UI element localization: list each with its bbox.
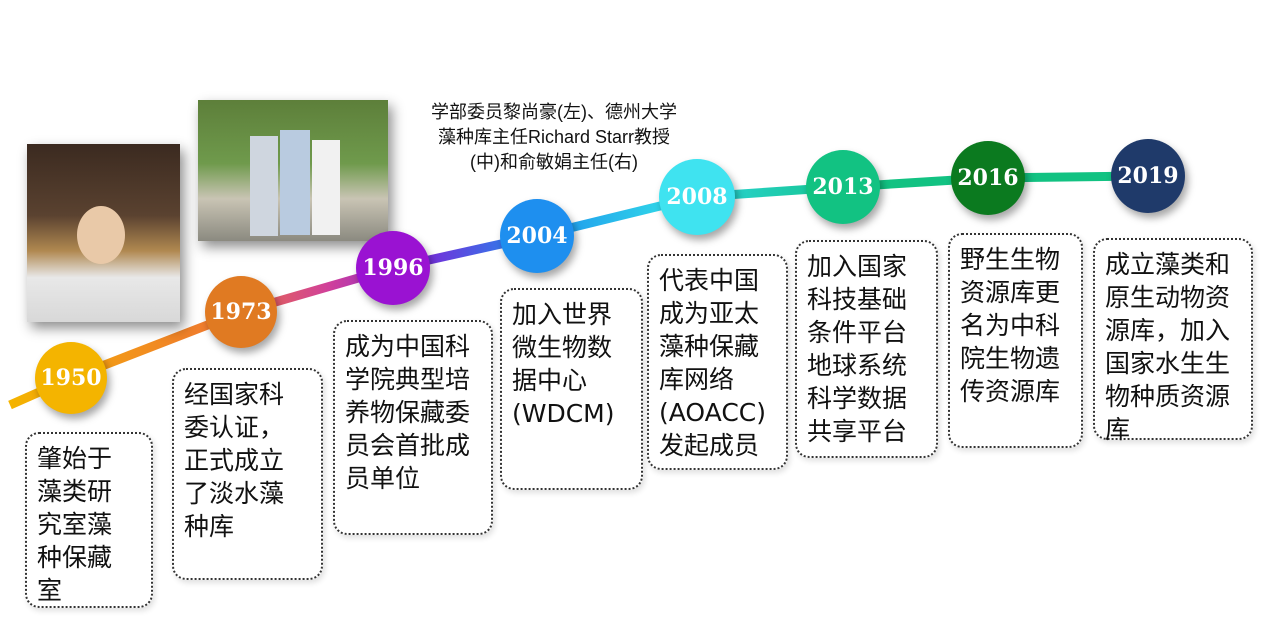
milestone-text-line: 条件平台 xyxy=(807,318,908,347)
milestone-text-line: 成为中国科 xyxy=(345,332,471,361)
milestone-box-2019: 成立藻类和原生动物资源库，加入国家水生生物种质资源库 xyxy=(1093,238,1253,444)
milestone-box-1950: 肇始于藻类研究室藻种保藏室 xyxy=(25,432,153,608)
milestone-text-line: 员会首批成 xyxy=(345,431,471,460)
milestone-text-line: 资源库更 xyxy=(960,278,1061,307)
milestone-text-line: 据中心 xyxy=(512,366,588,395)
year-node-1973: 1973 xyxy=(205,276,277,348)
year-label: 2019 xyxy=(1117,163,1179,189)
milestone-text-line: (WDCM) xyxy=(512,399,615,428)
year-label: 2008 xyxy=(666,184,728,210)
milestone-text-line: 了淡水藻 xyxy=(184,479,285,508)
milestone-text-line: 科技基础 xyxy=(807,285,908,314)
milestone-text-line: 委认证， xyxy=(184,413,285,442)
milestone-box-2016: 野生生物资源库更名为中科院生物遗传资源库 xyxy=(948,233,1083,448)
milestone-box-1973: 经国家科委认证， 正式成立了淡水藻种库 xyxy=(172,368,323,580)
milestone-text-line: 国家水生生 xyxy=(1105,349,1231,378)
year-node-2013: 2013 xyxy=(806,150,880,224)
milestone-text-line: 传资源库 xyxy=(960,377,1061,406)
caption-line: 学部委员黎尚豪(左)、德州大学 xyxy=(431,102,677,122)
milestone-text-line: 原生动物资 xyxy=(1105,283,1231,312)
year-node-2019: 2019 xyxy=(1111,139,1185,213)
photo-portrait xyxy=(27,144,180,322)
photo-group xyxy=(198,100,388,241)
caption-line: 藻种库主任Richard Starr教授 xyxy=(437,127,671,147)
milestone-text-line: 院生物遗 xyxy=(960,344,1061,373)
year-label: 1973 xyxy=(210,299,272,325)
milestone-text-line: 名为中科 xyxy=(960,311,1061,340)
milestone-text-line: 科学数据 xyxy=(807,384,908,413)
year-node-2008: 2008 xyxy=(659,159,735,235)
milestone-text-line: 经国家科 xyxy=(184,380,285,409)
photo-caption: 学部委员黎尚豪(左)、德州大学 藻种库主任Richard Starr教授 (中)… xyxy=(404,100,704,175)
milestone-text-line: 究室藻 xyxy=(37,510,113,539)
milestone-text-line: 学院典型培 xyxy=(345,365,471,394)
milestone-text-line: 藻种保藏 xyxy=(659,332,760,361)
milestone-text-line: 物种质资源 xyxy=(1105,382,1231,411)
milestone-text-line: 加入世界 xyxy=(512,300,613,329)
year-node-1996: 1996 xyxy=(356,231,430,305)
milestone-text-line: 养物保藏委 xyxy=(345,398,471,427)
milestone-text-line: 微生物数 xyxy=(512,333,613,362)
milestone-text-line: 加入国家 xyxy=(807,252,908,281)
milestone-text-line: 库网络 xyxy=(659,365,735,394)
milestone-text-line: 种库 xyxy=(184,512,235,541)
milestone-text-line: 室 xyxy=(37,576,63,605)
milestone-text-line: 种保藏 xyxy=(37,543,113,572)
year-label: 1996 xyxy=(362,255,424,281)
year-label: 2016 xyxy=(957,165,1019,191)
milestone-text-line: 正式成立 xyxy=(184,446,285,475)
caption-line: (中)和俞敏娟主任(右) xyxy=(470,152,638,172)
milestone-text-line: (AOACC) xyxy=(659,398,766,427)
year-node-2016: 2016 xyxy=(951,141,1025,215)
milestone-text-line: 代表中国 xyxy=(659,266,760,295)
milestone-text-line: 发起成员 xyxy=(659,431,760,460)
milestone-text-line: 地球系统 xyxy=(807,351,908,380)
milestone-box-2008: 代表中国成为亚太藻种保藏库网络 (AOACC) 发起成员 xyxy=(647,254,788,470)
milestone-text-line: 藻类研 xyxy=(37,477,113,506)
year-node-1950: 1950 xyxy=(35,342,107,414)
milestone-text-line: 成为亚太 xyxy=(659,299,760,328)
milestone-box-2013: 加入国家科技基础条件平台地球系统科学数据共享平台 xyxy=(795,240,938,458)
year-label: 2013 xyxy=(812,174,874,200)
milestone-text-line: 库 xyxy=(1105,415,1131,444)
year-label: 2004 xyxy=(506,223,568,249)
milestone-text-line: 成立藻类和 xyxy=(1105,250,1231,279)
milestone-box-1996: 成为中国科学院典型培养物保藏委员会首批成员单位 xyxy=(333,320,493,535)
year-label: 1950 xyxy=(40,365,102,391)
milestone-text-line: 肇始于 xyxy=(37,444,113,473)
milestone-box-2004: 加入世界微生物数据中心 (WDCM) xyxy=(500,288,643,490)
milestone-text-line: 共享平台 xyxy=(807,417,908,446)
year-node-2004: 2004 xyxy=(500,199,574,273)
milestone-text-line: 源库，加入 xyxy=(1105,316,1231,345)
milestone-text-line: 员单位 xyxy=(345,464,421,493)
milestone-text-line: 野生生物 xyxy=(960,245,1061,274)
